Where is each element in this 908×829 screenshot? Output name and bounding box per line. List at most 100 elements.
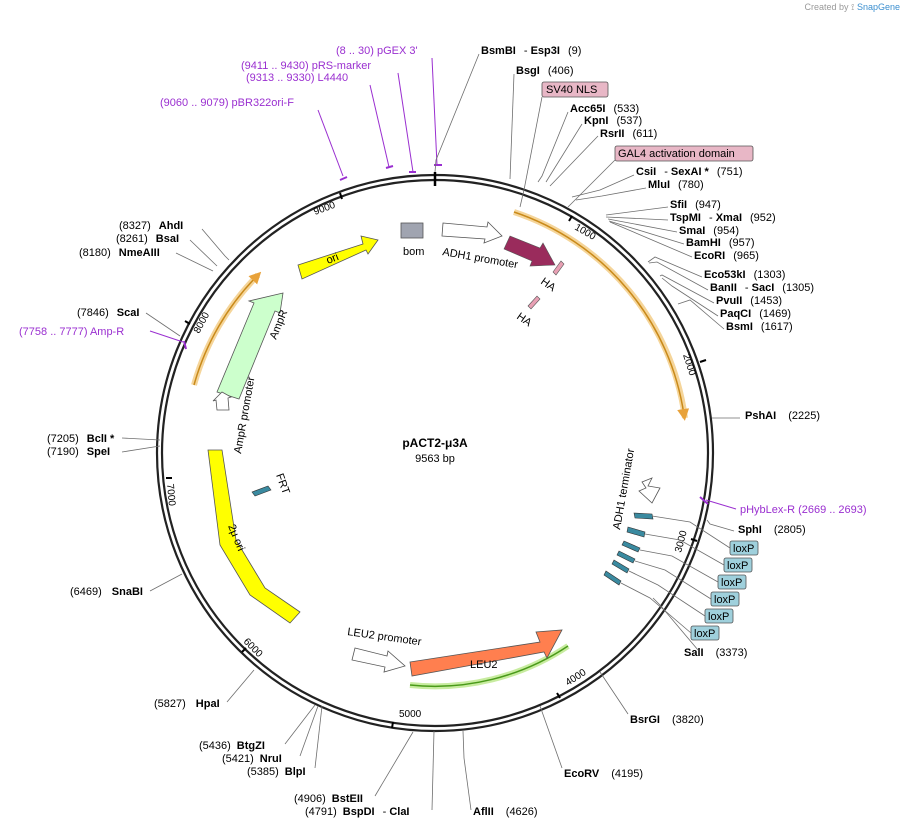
enzyme-name: SpeI bbox=[87, 446, 110, 458]
enzyme-name: SnaBI bbox=[112, 586, 143, 598]
enzyme-name: KpnI bbox=[584, 115, 608, 127]
enzyme-pos: (611) bbox=[632, 128, 657, 140]
enzyme-site-sfii: SfiI(947) bbox=[670, 199, 721, 211]
enzyme-name: BclI * bbox=[87, 433, 115, 445]
enzyme-name: BsmBI bbox=[481, 45, 516, 57]
enzyme-name: RsrII bbox=[600, 128, 624, 140]
enzyme-site-bsteii: (4906)BstEII bbox=[294, 793, 363, 805]
enzyme-pos: (5385) bbox=[247, 766, 279, 778]
enzyme-site-kpni: KpnI(537) bbox=[584, 115, 642, 127]
enzyme-name: BsaI bbox=[156, 233, 179, 245]
adh1-terminator-label: ADH1 terminator bbox=[611, 447, 637, 530]
enzyme-pos: (1453) bbox=[750, 295, 782, 307]
ampr-arrow bbox=[216, 292, 284, 400]
loxp-label: loxP bbox=[727, 560, 748, 572]
enzyme-site-bcli: (7205)BclI * bbox=[47, 433, 115, 445]
enzyme-site-smai: SmaI(954) bbox=[679, 225, 739, 237]
enzyme-name: SphI bbox=[738, 524, 762, 536]
enzyme-site-tspmi: TspMI- XmaI(952) bbox=[670, 212, 776, 224]
ha-tag-1 bbox=[552, 260, 565, 276]
enzyme-pos: (1469) bbox=[759, 308, 791, 320]
enzyme-site-nmeaiii: (8180)NmeAIII bbox=[79, 247, 160, 259]
enzyme-sep: - bbox=[709, 212, 716, 224]
enzyme-name: SalI bbox=[684, 647, 704, 659]
leu2-arrow bbox=[409, 629, 563, 677]
ha-label-1: HA bbox=[538, 276, 558, 295]
enzyme-site-bspdi: (4791)BspDI- ClaI bbox=[305, 806, 410, 818]
enzyme-name2: XmaI bbox=[716, 212, 742, 224]
frt-label: FRT bbox=[273, 472, 292, 496]
enzyme-name2: SacI bbox=[752, 282, 775, 294]
enzyme-name: AhdI bbox=[159, 220, 183, 232]
enzyme-name2: ClaI bbox=[389, 806, 409, 818]
enzyme-name: NruI bbox=[260, 753, 282, 765]
enzyme-name: PshAI bbox=[745, 410, 776, 422]
enzyme-pos: (5827) bbox=[154, 698, 186, 710]
snapgene-logo-icon: ⟟ bbox=[851, 2, 855, 12]
bom-label: bom bbox=[403, 246, 424, 258]
enzyme-site-hpai: (5827)HpaI bbox=[154, 698, 220, 710]
enzyme-pos: (957) bbox=[729, 237, 755, 249]
enzyme-name: EcoRI bbox=[694, 250, 725, 262]
enzyme-pos: (8180) bbox=[79, 247, 111, 259]
enzyme-name: PaqCI bbox=[720, 308, 751, 320]
primer-prsmarker: (9411 .. 9430) pRS-marker bbox=[241, 60, 371, 72]
enzyme-name: SfiI bbox=[670, 199, 687, 211]
loxp-tags: loxP loxP loxP loxP loxP loxP bbox=[620, 515, 759, 641]
enzyme-site-eco53ki: Eco53kI(1303) bbox=[704, 269, 785, 281]
loxp-site bbox=[603, 570, 622, 586]
enzyme-site-bamhi: BamHI (957) bbox=[686, 237, 755, 249]
loxp-label: loxP bbox=[694, 628, 715, 640]
enzyme-site-ahdi: (8327)AhdI bbox=[119, 220, 183, 232]
enzyme-pos: (5436) bbox=[199, 740, 231, 752]
leu2-highlight-line bbox=[409, 645, 569, 688]
ori-label: ori bbox=[325, 251, 341, 267]
enzyme-pos: (2225) bbox=[788, 410, 820, 422]
primer-pgex3: (8 .. 30) pGEX 3' bbox=[336, 45, 418, 57]
tick-label: 5000 bbox=[399, 709, 422, 720]
enzyme-sep: - bbox=[664, 166, 671, 178]
enzyme-name: BspDI bbox=[343, 806, 375, 818]
enzyme-site-banii: BanII- SacI(1305) bbox=[710, 282, 814, 294]
enzyme-pos: (7846) bbox=[77, 307, 109, 319]
orf-highlight-left-line bbox=[193, 271, 262, 386]
enzyme-site-sali: SalI(3373) bbox=[684, 647, 747, 659]
loxp-site bbox=[621, 540, 641, 553]
leu2-promoter-label: LEU2 promoter bbox=[347, 626, 423, 648]
enzyme-name: EcoRV bbox=[564, 768, 600, 780]
ha-tag-2 bbox=[527, 295, 541, 310]
loxp-label: loxP bbox=[708, 611, 729, 623]
enzyme-sep: - bbox=[524, 45, 531, 57]
snapgene-credit: Created by ⟟ SnapGene bbox=[805, 2, 900, 13]
gal4-orf-arrow bbox=[503, 235, 556, 267]
enzyme-pos: (533) bbox=[613, 103, 639, 115]
enzyme-site-pshai: PshAI (2225) bbox=[745, 410, 820, 422]
adh1-promoter-arrow bbox=[441, 221, 503, 244]
credit-prefix: Created by bbox=[804, 2, 849, 12]
ampr-promoter-arrow bbox=[212, 391, 232, 411]
enzyme-labels: BsmBI- Esp3I(9) BsgI(406) Acc65I(533) Kp… bbox=[47, 45, 820, 818]
enzyme-site-sphi: SphI(2805) bbox=[738, 524, 806, 536]
enzyme-name: TspMI bbox=[670, 212, 701, 224]
enzyme-name2: Esp3I bbox=[531, 45, 560, 57]
enzyme-site-bsrgi: BsrGI(3820) bbox=[630, 714, 704, 726]
enzyme-name: BamHI bbox=[686, 237, 721, 249]
enzyme-site-bsmi: BsmI(1617) bbox=[726, 321, 793, 333]
enzyme-site-scai: (7846)ScaI bbox=[77, 307, 139, 319]
loxp-site bbox=[626, 526, 646, 538]
enzyme-sep: - bbox=[745, 282, 752, 294]
orf-highlight-right-line bbox=[513, 211, 690, 421]
enzyme-pos: (1303) bbox=[754, 269, 786, 281]
enzyme-name: PvuII bbox=[716, 295, 742, 307]
enzyme-pos: (751) bbox=[717, 166, 743, 178]
enzyme-pos: (6469) bbox=[70, 586, 102, 598]
credit-brand: SnapGene bbox=[856, 2, 900, 12]
loxp-site bbox=[611, 559, 630, 574]
loxp-label: loxP bbox=[714, 594, 735, 606]
tick-label: 7000 bbox=[164, 483, 177, 507]
primer-pbr322: (9060 .. 9079) pBR322ori-F bbox=[160, 97, 294, 109]
enzyme-site-ecorv: EcoRV(4195) bbox=[564, 768, 643, 780]
enzyme-name: BtgZI bbox=[237, 740, 265, 752]
enzyme-site-acc65i: Acc65I(533) bbox=[570, 103, 639, 115]
enzyme-site-spei: (7190)SpeI bbox=[47, 446, 110, 458]
